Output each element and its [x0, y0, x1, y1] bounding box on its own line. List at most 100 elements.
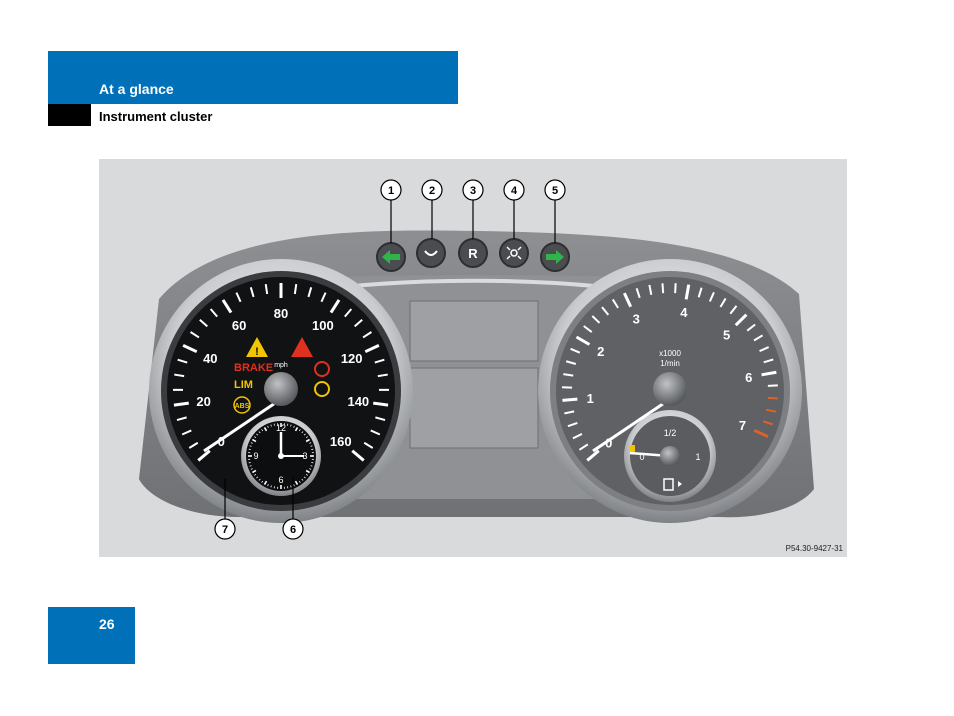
speedometer-tick [264, 283, 269, 295]
page-number: 26 [99, 616, 115, 632]
callout-4: 4 [511, 185, 518, 197]
page-number-box [48, 607, 135, 664]
clock-tick [298, 429, 301, 432]
tachometer-tick [661, 283, 665, 294]
low-beam-icon [424, 250, 438, 256]
clock-tick [310, 445, 313, 447]
abs-icon [233, 396, 251, 414]
speedometer-tick [221, 299, 233, 314]
clock-tick [267, 425, 269, 428]
tachometer-tick [586, 449, 600, 462]
rpm-multiplier: x1000 [659, 349, 681, 358]
clock-tick [293, 425, 295, 428]
clock-tick [250, 442, 253, 444]
tachometer-tick [753, 428, 769, 439]
tachometer-tick [635, 287, 641, 299]
speedometer-tick [181, 429, 192, 436]
tachometer-label: 4 [680, 305, 688, 320]
clock-tick [261, 429, 264, 432]
clock-tick [249, 445, 252, 447]
clock-tick [305, 469, 310, 474]
tachometer-tick [719, 297, 727, 308]
speedometer-tick [199, 319, 208, 328]
fuel-pump-icon [663, 478, 674, 491]
tachometer-tick [583, 325, 593, 333]
tachometer-tick [697, 287, 703, 298]
clock-tick [305, 436, 308, 439]
speedometer-hub [264, 372, 298, 406]
speedometer-label: 80 [274, 306, 288, 321]
clock-tick [305, 473, 308, 476]
speedometer-tick [329, 299, 341, 314]
clock-tick [310, 465, 313, 467]
clock-tick [294, 427, 299, 432]
tachometer-tick [563, 373, 574, 377]
clock-tick [293, 484, 295, 487]
speedometer-tick [209, 308, 218, 318]
speedometer-ticks [172, 283, 390, 462]
tachometer-tick [762, 420, 774, 426]
tachometer-label: 2 [597, 344, 604, 359]
subheader-marker [48, 104, 91, 126]
section-title: At a glance [99, 81, 174, 97]
figure-reference: P54.30-9427-31 [786, 544, 844, 553]
speedometer-label: 100 [312, 318, 334, 333]
clock-tick [301, 478, 304, 481]
tachometer-tick [674, 283, 677, 294]
clock-tick [258, 478, 261, 481]
clock-tick [254, 473, 257, 476]
fuel-label-empty: 0 [639, 452, 644, 462]
tachometer-tick [734, 313, 748, 327]
tachometer-tick [761, 370, 777, 377]
clock-tick [301, 431, 304, 434]
clock-tick [294, 480, 299, 485]
tachometer-label: 0 [605, 435, 612, 450]
speedometer-label: 60 [232, 318, 246, 333]
center-display-lower [409, 367, 539, 449]
tachometer-tick [611, 298, 619, 309]
tachometer-tick [763, 358, 774, 364]
speedometer-label: 120 [341, 351, 363, 366]
speedometer-tick [173, 401, 189, 407]
clock-label-9: 9 [253, 451, 258, 461]
speedometer-tick [377, 373, 388, 378]
speedometer-tick [177, 358, 188, 364]
speedometer-tick [176, 416, 187, 422]
speedometer-tick [354, 319, 363, 328]
tachometer-tick [562, 397, 578, 402]
clock-label-3: 3 [302, 451, 307, 461]
clock-tick [254, 436, 257, 439]
clock-tick [309, 468, 312, 470]
speedometer-tick [249, 287, 255, 298]
tachometer-ticks [562, 283, 778, 462]
tachometer-tick [746, 323, 756, 332]
left-arrow-icon [382, 250, 400, 264]
fuel-label-full: 1 [695, 452, 700, 462]
tachometer-tick [759, 346, 770, 353]
tachometer-tick [575, 335, 591, 346]
tachometer-tick [622, 292, 633, 308]
center-display-upper [409, 300, 539, 362]
reserve-indicator: R [468, 246, 478, 261]
fuel-gauge: 0 1/2 1 [624, 410, 716, 502]
clock-tick [303, 433, 306, 436]
speedometer-tick [190, 331, 200, 339]
tachometer-tick [708, 291, 715, 302]
callout-2: 2 [429, 185, 435, 197]
tachometer-tick [767, 396, 778, 400]
tachometer-label: 5 [723, 327, 730, 342]
speedometer-tick [307, 287, 313, 298]
clock-tick [267, 484, 269, 487]
clock-tick [298, 480, 301, 483]
speedometer-tick [363, 441, 374, 449]
clock-tick [258, 431, 261, 434]
subsection-title: Instrument cluster [99, 109, 213, 124]
clock-tick [303, 476, 306, 479]
clock-tick [290, 485, 292, 488]
fuel-reserve-marker [630, 445, 635, 454]
fuel-label-half: 1/2 [664, 428, 677, 438]
tachometer-label: 7 [739, 418, 746, 433]
speedometer-tick [373, 401, 389, 407]
tachometer-tick [567, 421, 578, 428]
